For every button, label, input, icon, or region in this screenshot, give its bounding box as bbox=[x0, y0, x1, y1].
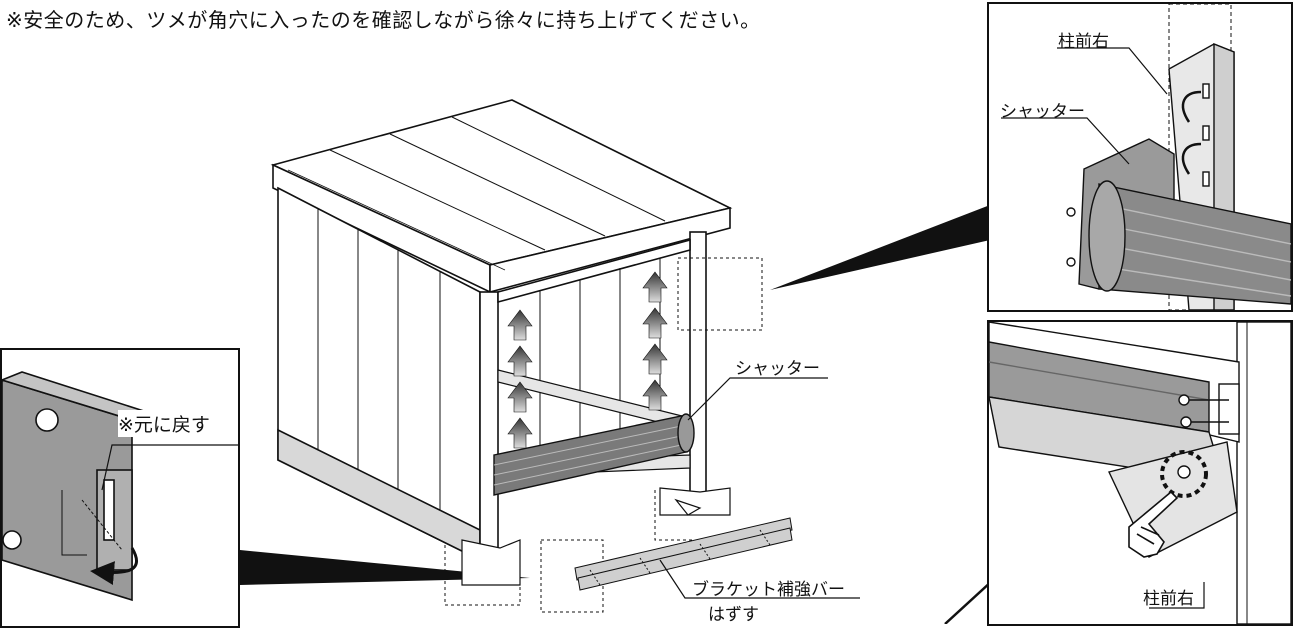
dashed-callout-boxes bbox=[444, 257, 763, 613]
remove-label: はずす bbox=[708, 605, 759, 625]
up-arrow-icon bbox=[507, 271, 668, 449]
shutter-label: シャッター bbox=[735, 359, 820, 379]
bracket-reinforcement-bar bbox=[574, 517, 793, 591]
curved-arrow-icon bbox=[90, 547, 138, 585]
base-blocks bbox=[461, 487, 731, 586]
shutter-detail-label: シャッター bbox=[1000, 102, 1085, 122]
restore-label: ※元に戻す bbox=[118, 410, 210, 437]
instruction-note: ※安全のため、ツメが角穴に入ったのを確認しながら徐々に持ち上げてください。 bbox=[6, 8, 761, 32]
pillar-front-right-label-top: 柱前右 bbox=[1058, 32, 1109, 52]
pillar-front-right-label-bottom: 柱前右 bbox=[1143, 589, 1194, 609]
pointing-hand-icon bbox=[1128, 490, 1179, 558]
bracket-bar-label: ブラケット補強バー bbox=[692, 580, 845, 600]
detail-panel-top-right bbox=[987, 2, 1293, 312]
leader-lines bbox=[659, 377, 860, 599]
shed-roof bbox=[270, 99, 733, 294]
rolled-shutter bbox=[493, 413, 695, 496]
pointer-wedge-top-right bbox=[770, 205, 990, 290]
detail-panel-bottom-right bbox=[987, 320, 1293, 626]
detail-panel-left bbox=[0, 348, 240, 628]
pointer-wedge-left bbox=[240, 550, 530, 585]
dashed-circle-icon bbox=[1160, 450, 1208, 498]
